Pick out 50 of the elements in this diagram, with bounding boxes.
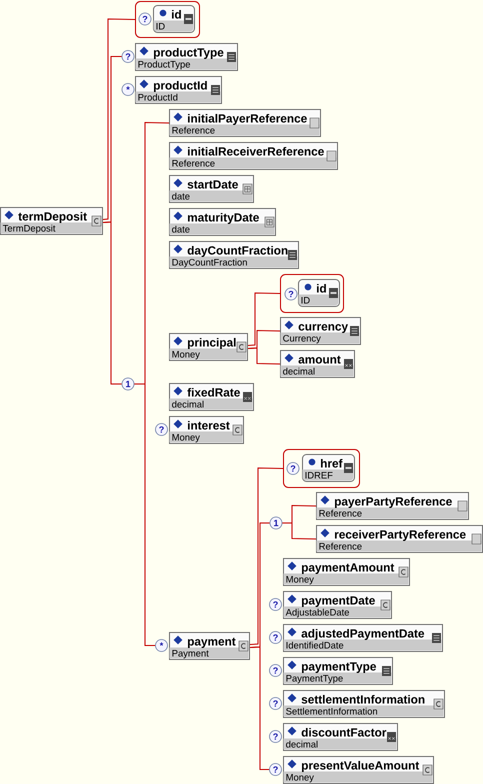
occurrence-badge: ?: [286, 462, 300, 475]
occurrence-badge: ?: [269, 598, 282, 611]
element-box: fixedRate decimal: [169, 383, 254, 411]
element-box: discountFactor decimal: [283, 723, 398, 751]
connector-line: [282, 522, 316, 540]
element-box: initialReceiverReference Reference: [169, 142, 338, 170]
element-box: adjustedPaymentDate IdentifiedDate: [283, 624, 443, 652]
choice-badge: 1: [122, 378, 134, 390]
element-box: productId ProductId: [135, 76, 222, 104]
element-box: presentValueAmount Money: [283, 756, 434, 784]
element-box: interest Money: [169, 416, 244, 444]
element-box: href IDREF: [302, 454, 355, 482]
occurrence-badge: ?: [284, 288, 298, 300]
occurrence-badge: ?: [155, 423, 168, 436]
occurrence-badge: ?: [138, 12, 152, 26]
element-box: payment Payment: [169, 632, 250, 660]
occurrence-badge: ?: [269, 763, 282, 776]
connector-line: [134, 384, 156, 646]
occurrence-badge: ?: [269, 697, 282, 710]
connector-line: [248, 292, 280, 346]
element-box: amount decimal: [280, 350, 355, 378]
element-box: payerPartyReference Reference: [316, 492, 469, 520]
occurrence-badge: ?: [269, 664, 282, 677]
element-box: principal Money: [169, 333, 248, 361]
element-box: currency Currency: [280, 317, 361, 345]
element-box: termDeposit TermDeposit: [0, 207, 103, 235]
attribute-frame: [135, 1, 200, 38]
occurrence-badge: ?: [122, 50, 134, 63]
connector-line: [250, 468, 284, 645]
connector-line: [250, 646, 270, 770]
element-box: productType ProductType: [135, 43, 238, 71]
occurrence-badge: ?: [269, 631, 282, 644]
element-box: receiverPartyReference Reference: [316, 525, 483, 553]
element-box: dayCountFraction DayCountFraction: [169, 241, 299, 269]
occurrence-badge: ?: [269, 730, 282, 743]
choice-badge: 1: [270, 516, 282, 530]
element-box: settlementInformation SettlementInformation: [283, 690, 445, 718]
connector-line: [248, 347, 280, 364]
attribute-frame: [280, 274, 344, 313]
connector-line: [102, 221, 122, 384]
element-box: paymentDate AdjustableDate: [283, 591, 392, 619]
attribute-frame: [283, 449, 360, 488]
element-box: startDate date: [169, 175, 254, 203]
occurrence-badge: *: [122, 83, 134, 96]
occurrence-badge: *: [155, 639, 168, 652]
connector-line: [102, 18, 136, 220]
element-box: paymentAmount Money: [283, 558, 410, 586]
element-box: maturityDate date: [169, 208, 276, 236]
element-box: initialPayerReference Reference: [169, 109, 321, 137]
element-box: paymentType PaymentType: [283, 657, 393, 685]
